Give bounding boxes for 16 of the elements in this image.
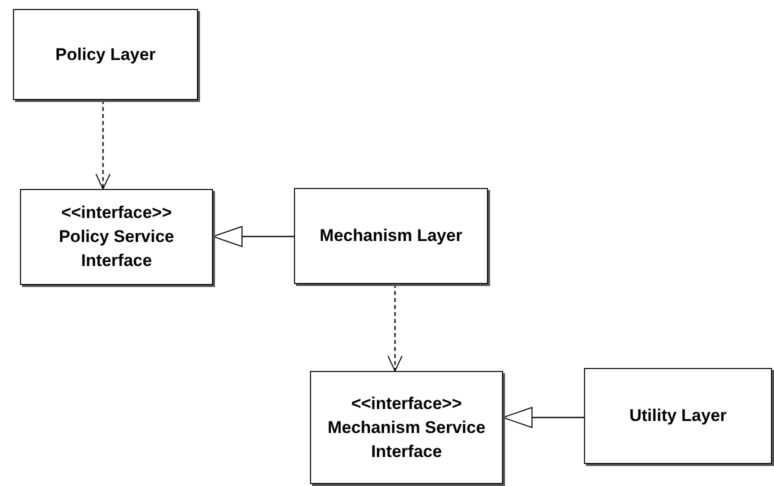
class-name: Mechanism Layer xyxy=(320,225,462,247)
class-box xyxy=(13,9,198,100)
class-box xyxy=(20,189,213,285)
stereotype-label: <<interface>> xyxy=(61,202,172,224)
dependency-arrow xyxy=(388,284,402,372)
class-name: Policy Service Interface xyxy=(58,226,176,272)
realization-arrow xyxy=(212,226,294,247)
class-name: Mechanism Service Interface xyxy=(326,416,486,462)
class-box xyxy=(584,368,772,464)
realization-arrow xyxy=(502,407,584,428)
class-box xyxy=(294,188,488,284)
class-name: Policy Layer xyxy=(55,44,156,66)
class-name: Utility Layer xyxy=(629,405,727,427)
dependency-arrow xyxy=(96,100,110,190)
stereotype-label: <<interface>> xyxy=(351,392,462,414)
class-box xyxy=(310,371,503,484)
